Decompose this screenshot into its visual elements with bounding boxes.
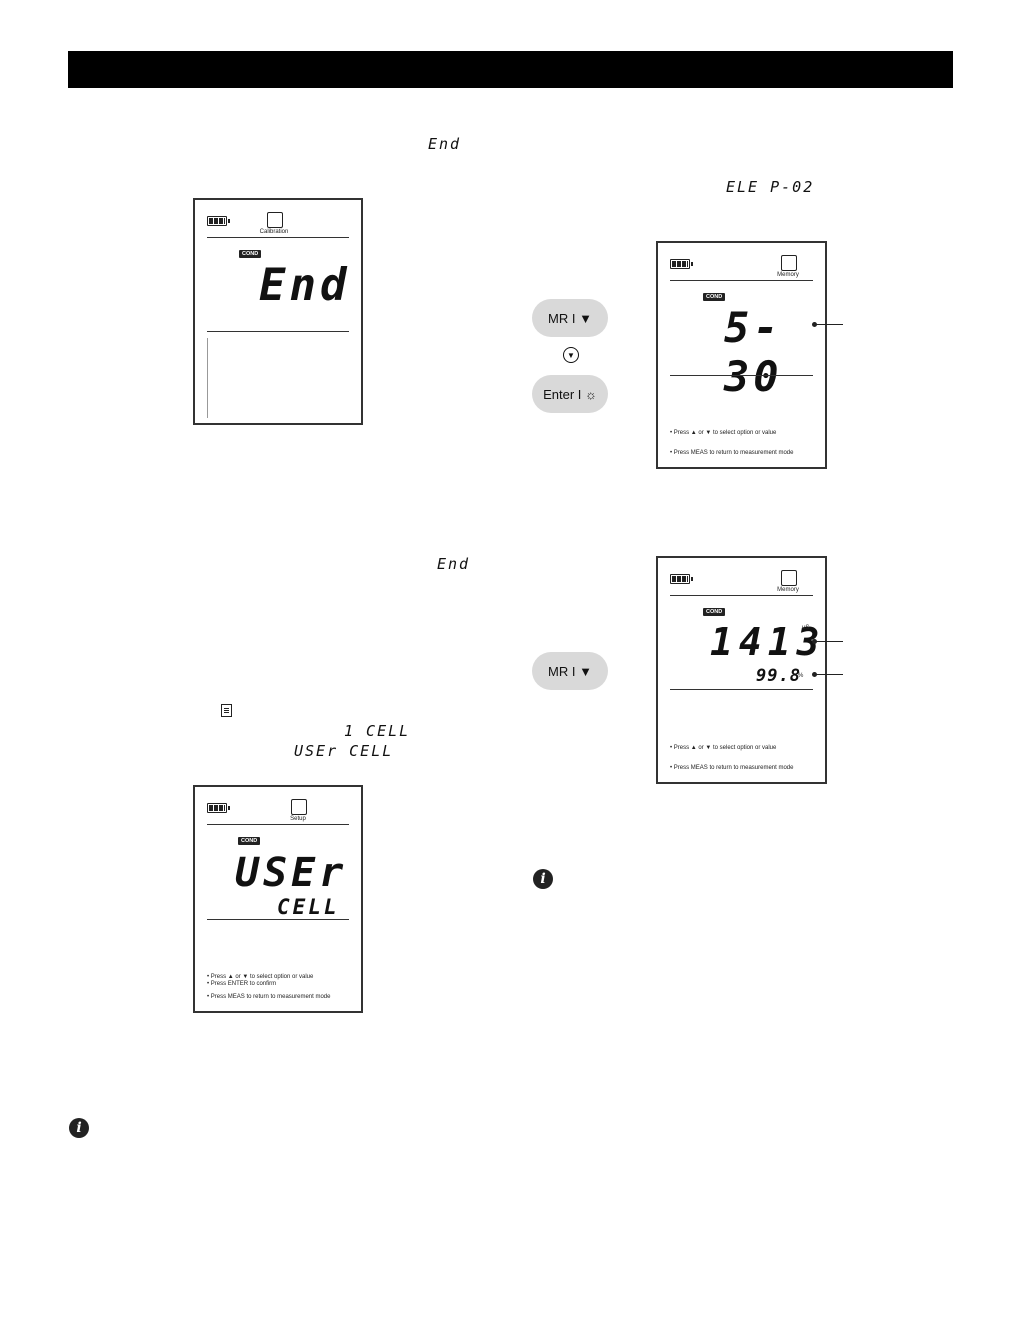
hint-meas: • Press MEAS to return to measurement mo… <box>207 994 331 1000</box>
callout-dot <box>812 672 817 677</box>
hint-select: • Press ▲ or ▼ to select option or value <box>670 745 777 751</box>
mode-label: Setup <box>290 816 306 822</box>
cond-badge: COND <box>239 250 262 258</box>
lcd-calibration-end: Calibration COND End <box>193 198 363 425</box>
lcd-reading: 5-30 <box>724 303 783 401</box>
inline-user-cell-text: USEr CELL <box>294 742 394 760</box>
enter-button[interactable]: Enter I ☼ <box>532 375 608 413</box>
inline-end-text-2: End <box>437 555 471 573</box>
lcd-memory-reading: Memory COND 1413 uS 99.8 % • Press ▲ or … <box>656 556 827 784</box>
callout-dot <box>812 322 817 327</box>
lcd-reading: 1413 <box>710 620 826 664</box>
mr-down-button-2[interactable]: MR I ▼ <box>532 652 608 690</box>
memory-icon <box>781 255 797 271</box>
lcd-reading-2: CELL <box>277 895 340 919</box>
unit-label: uS <box>802 625 810 631</box>
lcd-setup-user-cell: Setup COND USEr CELL • Press ▲ or ▼ to s… <box>193 785 363 1013</box>
lcd-reading: USEr <box>235 850 348 896</box>
lcd-reading: End <box>259 260 351 311</box>
callout-line <box>815 641 843 642</box>
inline-elep-text: ELE P-02 <box>726 178 815 196</box>
battery-icon <box>670 574 693 584</box>
info-icon-2: i <box>69 1118 89 1138</box>
divider <box>670 375 813 376</box>
setup-doc-icon <box>221 704 232 717</box>
callout-dot <box>812 639 817 644</box>
info-icon: i <box>533 869 553 889</box>
hint-select: • Press ▲ or ▼ to select option or value <box>670 430 777 436</box>
calibration-icon <box>267 212 283 228</box>
lcd-secondary: 99.8 <box>756 666 801 686</box>
hint-meas: • Press MEAS to return to measurement mo… <box>670 450 794 456</box>
hint-select: • Press ▲ or ▼ to select option or value <box>207 974 314 980</box>
inline-1cell-text: 1 CELL <box>344 722 411 740</box>
callout-line <box>815 674 843 675</box>
lcd-memory-date: Memory COND 5-30 • Press ▲ or ▼ to selec… <box>656 241 827 469</box>
divider <box>207 331 349 332</box>
hint-meas: • Press MEAS to return to measurement mo… <box>670 765 794 771</box>
percent-label: % <box>798 673 804 679</box>
divider-vertical <box>207 338 208 418</box>
divider <box>207 919 349 920</box>
callout-line <box>815 324 843 325</box>
mode-label: Memory <box>777 587 799 593</box>
header-bar <box>68 51 953 88</box>
battery-icon <box>207 803 230 813</box>
memory-icon <box>781 570 797 586</box>
battery-icon <box>670 259 693 269</box>
mode-label: Calibration <box>259 229 289 235</box>
divider <box>207 237 349 238</box>
cond-badge: COND <box>238 837 261 845</box>
inline-end-text: End <box>428 135 462 153</box>
battery-icon <box>207 216 230 226</box>
down-arrow-icon: ▼ <box>563 347 579 363</box>
cond-badge: COND <box>703 293 726 301</box>
divider <box>207 824 349 825</box>
divider <box>670 595 813 596</box>
hint-confirm: • Press ENTER to confirm <box>207 981 277 987</box>
mr-down-button[interactable]: MR I ▼ <box>532 299 608 337</box>
mode-label: Memory <box>777 272 799 278</box>
divider <box>670 280 813 281</box>
divider <box>670 689 813 690</box>
cond-badge: COND <box>703 608 726 616</box>
setup-icon <box>291 799 307 815</box>
